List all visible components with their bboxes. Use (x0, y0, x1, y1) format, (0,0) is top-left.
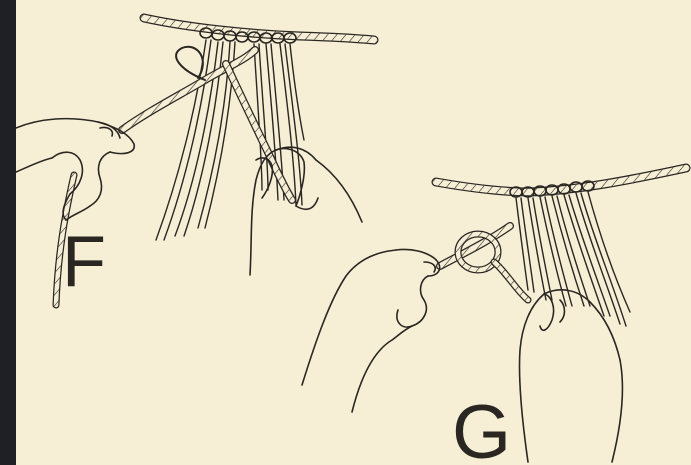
left-hand-g (302, 249, 440, 412)
panel-label-g: G (452, 395, 511, 465)
right-hand-g (519, 290, 622, 462)
holding-cord-g (436, 168, 686, 192)
holding-cord-f (144, 18, 374, 40)
panel-label-f: F (62, 226, 106, 298)
working-cord-g (440, 226, 528, 300)
left-hand-f (16, 119, 134, 220)
